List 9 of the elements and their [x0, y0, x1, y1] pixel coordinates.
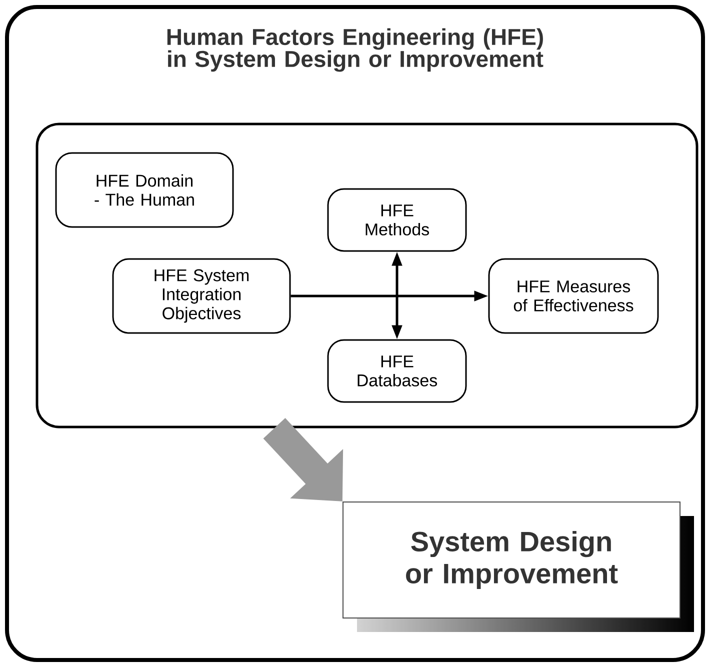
process-box: HFE Domain - The Human	[55, 152, 234, 228]
process-box: HFE System Integration Objectives	[112, 258, 291, 334]
title: Human Factors Engineering (HFE) in System Design or Improvement	[167, 28, 544, 72]
block-arrow	[263, 418, 344, 502]
process-box: HFE Methods	[327, 188, 467, 252]
result-box: System Design or Improvement	[342, 502, 680, 618]
panel-box	[36, 122, 698, 428]
process-box: HFE Measures of Effectiveness	[488, 258, 659, 334]
process-box: HFE Databases	[327, 339, 467, 403]
